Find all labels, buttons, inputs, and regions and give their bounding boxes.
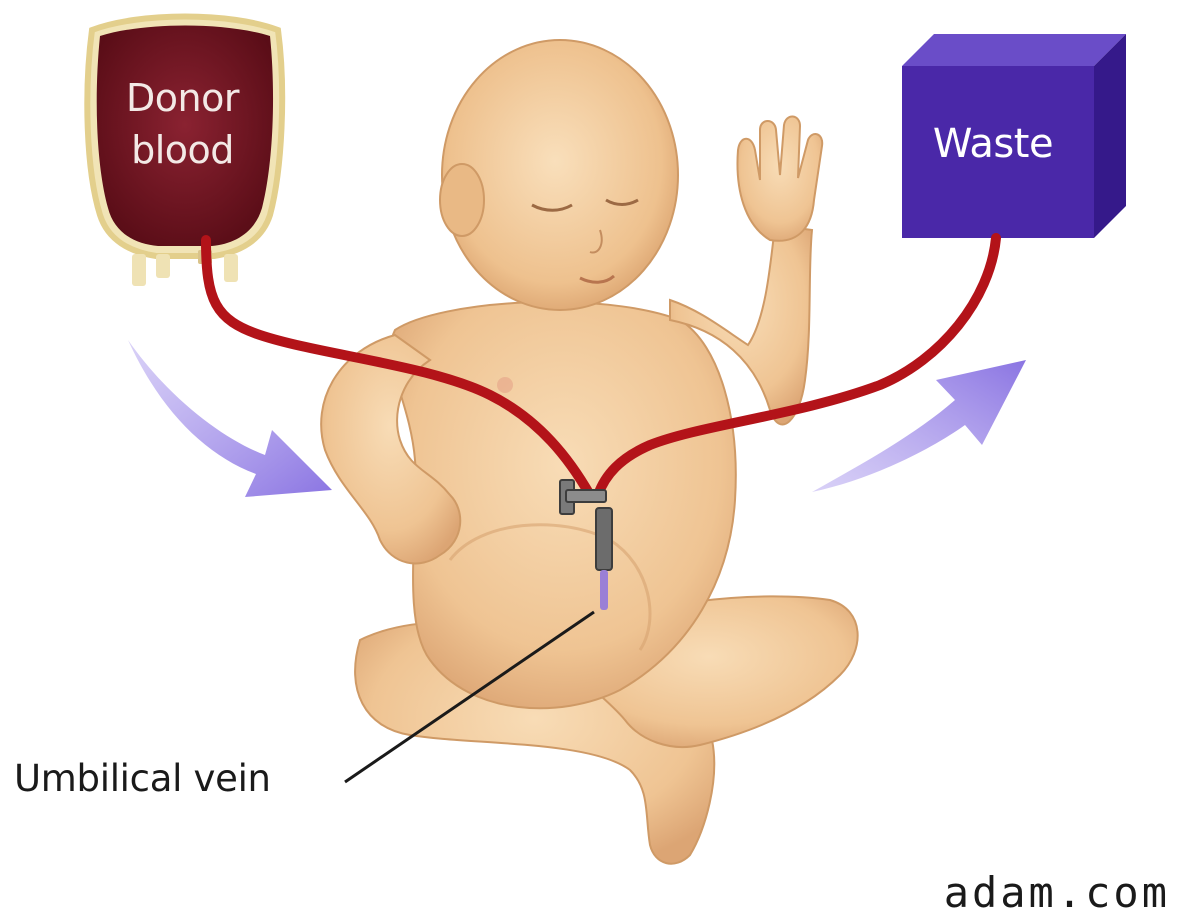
donor-blood-label-line1: Donor xyxy=(95,72,270,124)
umbilical-vein-label: Umbilical vein xyxy=(14,754,271,804)
waste-label: Waste xyxy=(905,116,1081,172)
outflow-arrow xyxy=(812,360,1026,492)
source-credit: adam.com xyxy=(944,866,1170,920)
inflow-arrow xyxy=(128,340,332,497)
infant-figure xyxy=(321,40,858,864)
donor-blood-label: Donor blood xyxy=(95,72,270,176)
donor-blood-label-line2: blood xyxy=(95,124,270,176)
